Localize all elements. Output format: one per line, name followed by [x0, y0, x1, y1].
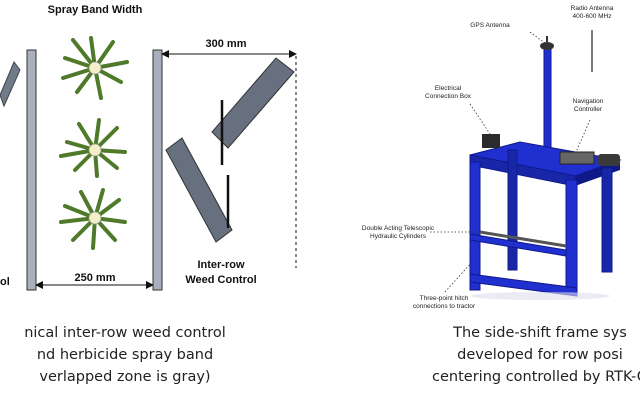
hitch-label-line1: Three-point hitch — [420, 295, 469, 302]
electrical-box-label-line1: Electrical — [435, 85, 462, 92]
navigation-controller-box — [559, 151, 595, 165]
dimension-300-label: 300 mm — [206, 38, 247, 50]
interrow-label-line2: Weed Control — [185, 274, 256, 286]
frame-right-front-leg — [565, 179, 578, 289]
electrical-connection-box — [482, 134, 500, 148]
left-partial-label: ol — [0, 276, 10, 288]
hitch-label-line2: connections to tractor — [413, 303, 476, 310]
hydraulic-motor — [598, 154, 620, 166]
radio-antenna-label-line2: 400-600 MHz — [572, 13, 611, 20]
frame-right-rear-leg — [601, 167, 613, 273]
left-caption-line: verlapped zone is gray) — [39, 369, 211, 385]
left-caption-line: nd herbicide spray band — [36, 347, 214, 363]
spray-band-width-label: Spray Band Width — [48, 4, 143, 16]
weed-plant — [61, 36, 129, 100]
left-caption-line: nical inter-row weed control — [24, 325, 226, 341]
right-caption-line: developed for row posi — [457, 347, 623, 363]
frame-left-front-leg — [469, 161, 481, 291]
left-spray-boundary-bar — [26, 49, 37, 291]
radio-antenna-label-line1: Radio Antenna — [571, 5, 614, 12]
weed-control-diagram: Spray Band Width 250 mm 300 mm Inter-row — [0, 4, 297, 291]
cylinders-label-line1: Double Acting Telescopic — [362, 225, 435, 232]
frame-bottom-beam — [469, 273, 578, 297]
right-caption-line: centering controlled by RTK-G — [432, 369, 640, 385]
side-shift-frame-diagram: GPS Antenna Radio Antenna 400-600 MHz El… — [362, 5, 622, 310]
interrow-label-line1: Inter-row — [197, 259, 245, 271]
gps-antenna-label: GPS Antenna — [470, 22, 510, 29]
navigation-label-line1: Navigation — [573, 98, 604, 105]
frame-left-rear-leg — [507, 149, 518, 271]
cylinders-label-line2: Hydraulic Cylinders — [370, 233, 427, 240]
right-caption-line: The side-shift frame sys — [453, 325, 627, 341]
right-figure-caption: The side-shift frame sys developed for r… — [360, 322, 640, 388]
right-spray-boundary-bar — [152, 49, 163, 291]
lower-blade — [165, 137, 233, 243]
upper-blade — [211, 57, 295, 149]
navigation-label-line2: Controller — [574, 106, 603, 113]
weed-plant — [59, 188, 127, 250]
electrical-box-label-line2: Connection Box — [425, 93, 472, 100]
gps-antenna-icon — [540, 42, 554, 50]
antenna-mast — [543, 47, 552, 161]
left-partial-blade — [0, 61, 21, 108]
hydraulic-cylinder — [479, 230, 567, 248]
weed-plant — [59, 118, 127, 178]
left-figure-caption: nical inter-row weed control nd herbicid… — [0, 322, 320, 388]
dimension-250-label: 250 mm — [75, 272, 116, 284]
